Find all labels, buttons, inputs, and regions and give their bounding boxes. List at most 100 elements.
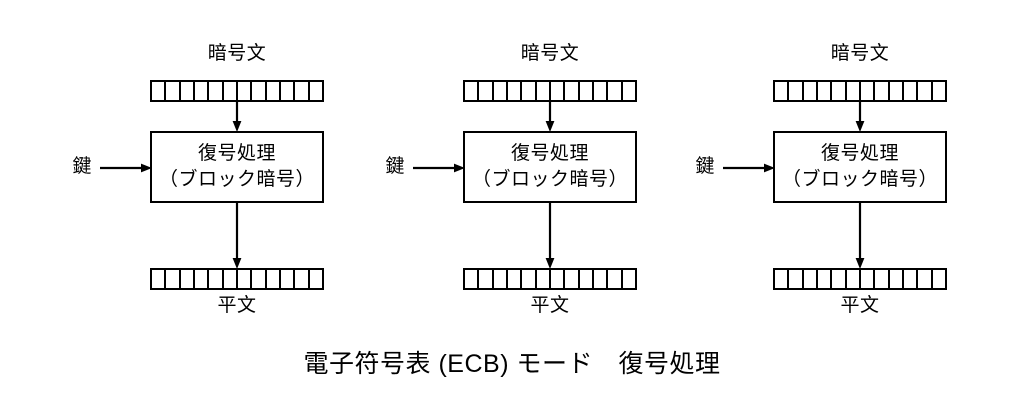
strip-cell	[903, 82, 919, 100]
ciphertext-strip	[773, 80, 947, 102]
strip-cell	[209, 82, 224, 100]
strip-cell	[266, 270, 281, 288]
strip-cell	[180, 270, 195, 288]
strip-cell	[536, 270, 551, 288]
strip-cell	[789, 82, 804, 100]
plaintext-label: 平文	[530, 295, 570, 316]
ecb-block-2: 暗号文 鍵	[373, 0, 703, 330]
strip-cell	[889, 270, 904, 288]
strip-cell	[223, 82, 238, 100]
arrow-ciphertext-to-process	[230, 102, 244, 132]
arrow-key-to-process	[413, 160, 465, 176]
decryption-process-box: 復号処理 （ブロック暗号）	[463, 131, 637, 203]
strip-cell	[860, 82, 876, 100]
strip-cell	[593, 82, 609, 100]
arrow-ciphertext-to-process	[853, 102, 867, 132]
strip-cell	[536, 82, 551, 100]
strip-cell	[608, 270, 623, 288]
strip-cell	[608, 82, 623, 100]
strip-cell	[295, 82, 310, 100]
strip-cell	[846, 270, 861, 288]
plaintext-label: 平文	[217, 295, 257, 316]
arrow-process-to-plaintext	[543, 203, 557, 269]
key-label: 鍵	[385, 156, 405, 177]
strip-cell	[579, 82, 594, 100]
strip-cell	[903, 270, 919, 288]
strip-cell	[309, 270, 322, 288]
strip-cell	[860, 270, 876, 288]
strip-cell	[817, 82, 833, 100]
strip-cell	[479, 270, 494, 288]
process-subtitle: （ブロック暗号）	[781, 169, 938, 190]
strip-cell	[507, 270, 523, 288]
strip-cell	[237, 82, 253, 100]
process-title: 復号処理	[510, 143, 589, 164]
strip-cell	[889, 82, 904, 100]
strip-cell	[932, 82, 945, 100]
ciphertext-label: 暗号文	[207, 43, 267, 64]
ecb-block-1: 暗号文 鍵	[60, 0, 390, 330]
strip-cell	[550, 270, 566, 288]
diagram-caption: 電子符号表 (ECB) モード 復号処理	[303, 350, 721, 378]
decryption-process-box: 復号処理 （ブロック暗号）	[150, 131, 324, 203]
strip-cell	[522, 270, 537, 288]
strip-cell	[280, 82, 296, 100]
strip-cell	[932, 270, 945, 288]
plaintext-strip	[773, 268, 947, 290]
strip-cell	[918, 82, 933, 100]
decryption-process-box: 復号処理 （ブロック暗号）	[773, 131, 947, 203]
strip-cell	[252, 82, 267, 100]
strip-cell	[237, 270, 253, 288]
strip-cell	[522, 82, 537, 100]
process-title: 復号処理	[820, 143, 899, 164]
strip-cell	[803, 82, 818, 100]
plaintext-label: 平文	[840, 295, 880, 316]
strip-cell	[832, 270, 847, 288]
strip-cell	[803, 270, 818, 288]
strip-cell	[775, 270, 790, 288]
ciphertext-strip	[150, 80, 324, 102]
plaintext-strip	[150, 268, 324, 290]
plaintext-strip	[463, 268, 637, 290]
strip-cell	[918, 270, 933, 288]
strip-cell	[309, 82, 322, 100]
arrow-process-to-plaintext	[230, 203, 244, 269]
strip-cell	[565, 82, 580, 100]
strip-cell	[266, 82, 281, 100]
strip-cell	[479, 82, 494, 100]
process-subtitle: （ブロック暗号）	[158, 169, 315, 190]
strip-cell	[550, 82, 566, 100]
strip-cell	[252, 270, 267, 288]
key-label: 鍵	[695, 156, 715, 177]
strip-cell	[280, 270, 296, 288]
arrow-key-to-process	[723, 160, 775, 176]
key-label: 鍵	[72, 156, 92, 177]
strip-cell	[194, 82, 210, 100]
strip-cell	[152, 270, 167, 288]
strip-cell	[166, 82, 181, 100]
process-title: 復号処理	[197, 143, 276, 164]
strip-cell	[579, 270, 594, 288]
strip-cell	[832, 82, 847, 100]
strip-cell	[465, 270, 480, 288]
strip-cell	[846, 82, 861, 100]
strip-cell	[593, 270, 609, 288]
process-subtitle: （ブロック暗号）	[471, 169, 628, 190]
strip-cell	[622, 270, 635, 288]
strip-cell	[152, 82, 167, 100]
arrow-process-to-plaintext	[853, 203, 867, 269]
strip-cell	[180, 82, 195, 100]
strip-cell	[493, 82, 508, 100]
strip-cell	[875, 270, 890, 288]
strip-cell	[295, 270, 310, 288]
strip-cell	[789, 270, 804, 288]
strip-cell	[507, 82, 523, 100]
strip-cell	[223, 270, 238, 288]
strip-cell	[209, 270, 224, 288]
ciphertext-label: 暗号文	[520, 43, 580, 64]
arrow-ciphertext-to-process	[543, 102, 557, 132]
arrow-key-to-process	[100, 160, 152, 176]
ecb-block-3: 暗号文 鍵	[683, 0, 1013, 330]
strip-cell	[194, 270, 210, 288]
